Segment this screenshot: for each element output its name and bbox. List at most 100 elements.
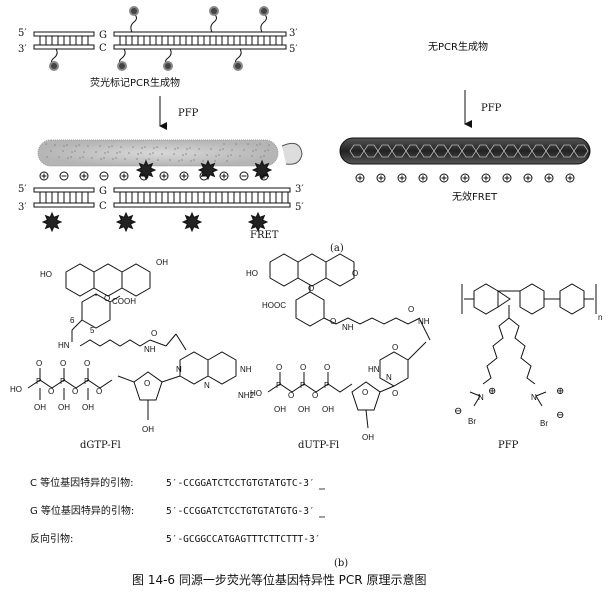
atom-label: O <box>60 359 66 368</box>
atom-label: O <box>288 391 294 400</box>
positive-charge-icon <box>159 171 169 181</box>
pfp-atoms: n N N ⊕ ⊕ ⊖ ⊖ Br Br <box>454 313 602 428</box>
fluorescence-burst-icon <box>135 159 157 181</box>
positive-charge-icon <box>79 171 89 181</box>
strand-bottom-right-label: 5′ <box>289 44 298 55</box>
no-pcr-product-label: 无PCR生成物 <box>428 40 488 53</box>
fluorescence-burst-icon <box>251 159 273 181</box>
atom-label: P <box>84 377 89 386</box>
base-c-label: C <box>99 43 107 54</box>
atom-label: HN <box>58 341 70 350</box>
strand-bottom-left-label: 3′ <box>18 44 27 55</box>
atom-label: P <box>300 381 305 390</box>
atom-label: NH <box>418 317 430 326</box>
pfp-name: PFP <box>498 440 519 451</box>
dutp-fl-atoms: HO O O HOOC O NH NH O O HN O O O O HO P … <box>246 269 430 442</box>
positive-charge-icon <box>119 171 129 181</box>
pfp-structure <box>461 283 597 407</box>
atom-label: N <box>204 381 210 390</box>
atom-label: O <box>330 317 336 326</box>
atom-label: HN <box>368 365 380 374</box>
atom-label: NH <box>240 365 252 374</box>
atom-label: O <box>308 284 314 293</box>
base-g-label: G <box>99 30 107 41</box>
dutp-fl-structure <box>267 253 431 429</box>
pfp-arrow-label-right: PFP <box>481 103 502 114</box>
atom-label: HO <box>10 385 22 394</box>
curl-arrow-icon <box>281 142 303 165</box>
atom-label: O <box>408 305 414 314</box>
positive-charge-icon <box>376 173 386 183</box>
negative-charge-icon <box>99 171 109 181</box>
atom-label: n <box>598 313 602 322</box>
atom-label: ⊕ <box>556 386 564 397</box>
dgtp-fl-structure <box>27 263 237 420</box>
atom-label: NH <box>144 345 156 354</box>
no-fret-label: 无效FRET <box>452 190 498 203</box>
atom-label: O <box>36 359 42 368</box>
primer-sequence: 5′-CCGGATCTCCTGTGTATGTC-3′ <box>166 478 315 489</box>
atom-label: P <box>36 377 41 386</box>
dutp-fl-name: dUTP-Fl <box>298 440 339 451</box>
atom-label: ⊕ <box>488 386 496 397</box>
pfp-halo-bar <box>37 139 303 167</box>
atom-label: OH <box>298 405 310 414</box>
atom-label: OH <box>82 403 94 412</box>
atom-label: OH <box>362 433 374 442</box>
pfp-polymer-bar <box>339 137 591 165</box>
positive-charge-icon <box>355 173 365 183</box>
atom-label: ⊖ <box>454 406 462 417</box>
atom-label: ⊖ <box>556 410 564 421</box>
fluorescence-burst-icon <box>197 159 219 181</box>
charge-row <box>39 171 269 181</box>
primer-sequence: 5′-CCGGATCTCCTGTGTATGTG-3′ <box>166 506 315 517</box>
atom-label: OH <box>322 405 334 414</box>
atom-label: N <box>386 373 392 382</box>
atom-label: O <box>48 387 54 396</box>
fret-strand-bottom-left-label: 3′ <box>18 202 27 213</box>
fluorescence-burst-icon <box>181 211 203 233</box>
atom-label: N <box>531 393 537 402</box>
positive-charge-icon <box>439 173 449 183</box>
positive-charge-icon <box>418 173 428 183</box>
atom-label: OH <box>58 403 70 412</box>
atom-label: 6 <box>70 316 75 325</box>
positive-charge-icon <box>481 173 491 183</box>
labeled-pcr-product-label: 荧光标记PCR生成物 <box>90 76 180 89</box>
strand-top-left-label: 5′ <box>18 28 27 39</box>
atom-label: O <box>72 387 78 396</box>
fret-label: FRET <box>250 230 279 241</box>
pcr-product-duplex: 5′ 3′ 3′ 5′ G C <box>18 6 298 89</box>
atom-label: OH <box>34 403 46 412</box>
atom-label: O <box>392 343 398 352</box>
figure-caption: 图 14-6 同源一步荧光等位基因特异性 PCR 原理示意图 <box>132 572 426 587</box>
atom-label: P <box>276 381 281 390</box>
fret-duplex: 5′ 3′ 3′ 5′ G C <box>18 159 304 233</box>
atom-label: O <box>151 329 157 338</box>
fluorescence-burst-icon <box>115 211 137 233</box>
strand-top-right-label: 3′ <box>289 28 298 39</box>
atom-label: O <box>144 379 150 388</box>
dgtp-fl-name: dGTP-Fl <box>80 440 121 451</box>
atom-label: COOH <box>112 297 136 306</box>
atom-label: O <box>276 363 282 372</box>
atom-label: OH <box>274 405 286 414</box>
atom-label: P <box>60 377 65 386</box>
primer-label: G 等位基因特异的引物: <box>30 504 134 517</box>
negative-charge-icon <box>239 171 249 181</box>
primer-label: C 等位基因特异的引物: <box>30 476 134 489</box>
fluorescent-dye-icon <box>129 6 269 33</box>
atom-label: O <box>352 269 358 278</box>
atom-label: OH <box>142 425 154 434</box>
positive-charge-icon <box>179 171 189 181</box>
atom-label: HO <box>40 270 52 279</box>
positive-charge-icon <box>397 173 407 183</box>
negative-charge-icon <box>59 171 69 181</box>
primer-sequence: 5′-GCGGCCATGAGTTTCTTCTTT-3′ <box>166 534 320 545</box>
primer-list: C 等位基因特异的引物: 5′-CCGGATCTCCTGTGTATGTC-3′ … <box>30 476 325 545</box>
atom-label: OH <box>156 258 168 267</box>
atom-label: O <box>392 389 398 398</box>
positive-charge-icon <box>565 173 575 183</box>
